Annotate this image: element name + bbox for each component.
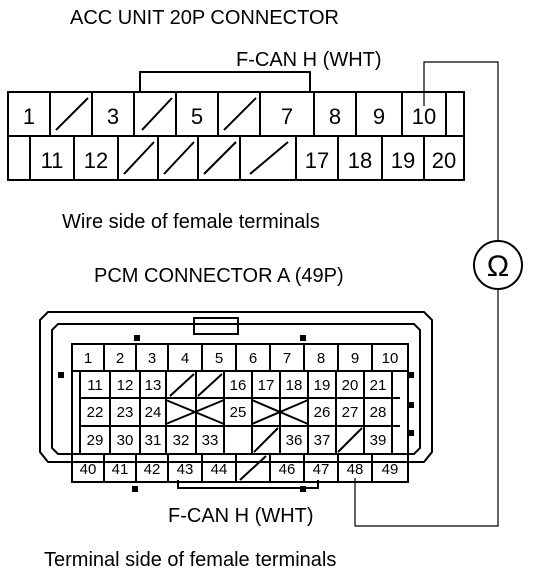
pcm-terminal: 19 <box>314 377 331 394</box>
blank-cavity <box>239 455 267 481</box>
test-leads <box>354 61 499 527</box>
pcm-terminal: 39 <box>370 432 387 449</box>
pcm-terminal: 25 <box>230 404 247 421</box>
pcm-terminal: 28 <box>370 404 387 421</box>
pcm-terminal: 4 <box>181 350 189 367</box>
blank-cavity <box>123 141 155 175</box>
acc-side-caption: Wire side of female terminals <box>62 211 320 233</box>
acc-terminal-10: 10 <box>412 104 436 129</box>
pcm-terminal: 41 <box>112 461 129 478</box>
pcm-terminal: 16 <box>230 377 247 394</box>
pcm-connector-title: PCM CONNECTOR A (49P) <box>94 265 344 287</box>
pcm-terminal: 31 <box>145 432 162 449</box>
pcm-terminal: 33 <box>202 432 219 449</box>
pcm-terminal: 40 <box>80 461 97 478</box>
acc-wire-label: F-CAN H (WHT) <box>236 49 382 71</box>
acc-terminal: 5 <box>191 104 203 129</box>
pcm-terminal: 2 <box>116 350 124 367</box>
pcm-terminal: 5 <box>215 350 223 367</box>
pcm-terminal: 27 <box>342 404 359 421</box>
acc-terminal: 20 <box>432 148 456 173</box>
acc-terminal: 11 <box>41 148 64 173</box>
pcm-terminal: 13 <box>145 377 162 394</box>
pcm-terminal: 3 <box>148 350 156 367</box>
acc-terminal: 9 <box>373 104 385 129</box>
pcm-terminal: 1 <box>84 350 92 367</box>
pcm-terminal: 20 <box>342 377 359 394</box>
pcm-wire-label: F-CAN H (WHT) <box>168 505 314 527</box>
acc-terminal: 3 <box>107 104 119 129</box>
pcm-housing-outer <box>39 311 433 463</box>
acc-terminal: 12 <box>84 148 108 173</box>
pcm-terminal: 26 <box>314 404 331 421</box>
acc-latch-tab <box>139 71 311 92</box>
blank-cavity <box>163 141 195 175</box>
acc-terminal: 1 <box>23 104 35 129</box>
pcm-side-caption: Terminal side of female terminals <box>44 549 336 571</box>
pcm-terminal: 17 <box>258 377 275 394</box>
pcm-terminal: 37 <box>314 432 331 449</box>
pcm-terminal-numbers: 1 2 3 4 5 6 7 8 9 10 11 12 13 16 17 18 1… <box>80 350 399 478</box>
acc-terminal: 19 <box>391 148 415 173</box>
blank-cavity <box>165 399 225 425</box>
acc-terminal: 8 <box>329 104 341 129</box>
pcm-housing-inner <box>51 323 421 455</box>
acc-terminal: 7 <box>281 104 293 129</box>
pcm-terminal: 46 <box>279 461 296 478</box>
pcm-terminal: 43 <box>177 461 194 478</box>
pcm-terminal: 12 <box>117 377 134 394</box>
pcm-terminal: 18 <box>286 377 303 394</box>
pcm-bottom-rail <box>177 480 319 489</box>
pcm-terminal: 10 <box>382 350 399 367</box>
pcm-terminal: 36 <box>286 432 303 449</box>
pcm-terminal: 30 <box>117 432 134 449</box>
blank-cavity <box>337 427 363 453</box>
pcm-terminal: 42 <box>144 461 161 478</box>
acc-terminal: 18 <box>348 148 372 173</box>
blank-cavity <box>203 141 237 175</box>
pcm-terminal: 32 <box>173 432 190 449</box>
blank-cavity <box>169 373 195 397</box>
pcm-test-lead <box>354 290 499 527</box>
pcm-connector <box>39 311 433 489</box>
pcm-terminal: 8 <box>317 350 325 367</box>
pcm-terminal: 6 <box>249 350 257 367</box>
pcm-terminal: 24 <box>145 404 162 421</box>
blank-cavity <box>223 97 257 131</box>
blank-cavity <box>251 399 309 425</box>
blank-cavity <box>141 97 173 131</box>
pcm-terminal: 44 <box>211 461 228 478</box>
pcm-terminal-grid <box>71 343 409 483</box>
ohmmeter-icon: Ω <box>473 240 523 290</box>
acc-terminal-numbers: 1 3 5 7 8 9 10 11 12 17 18 19 20 <box>23 104 456 173</box>
pcm-terminal: 47 <box>313 461 330 478</box>
pcm-latch <box>193 317 239 335</box>
blank-cavity <box>253 427 279 453</box>
pcm-terminal: 49 <box>382 461 399 478</box>
pcm-terminal: 9 <box>351 350 359 367</box>
ohm-symbol: Ω <box>487 250 509 283</box>
pcm-terminal: 7 <box>283 350 291 367</box>
pcm-terminal: 29 <box>87 432 104 449</box>
pcm-terminal: 11 <box>87 377 103 394</box>
pcm-locators <box>58 335 414 492</box>
blank-cavity <box>55 97 89 131</box>
acc-terminal: 17 <box>305 148 329 173</box>
pcm-terminal: 22 <box>87 404 104 421</box>
pcm-terminal-48: 48 <box>347 461 364 478</box>
blank-cavity <box>249 141 289 175</box>
acc-connector <box>7 71 465 181</box>
pcm-terminal: 21 <box>370 377 387 394</box>
acc-connector-title: ACC UNIT 20P CONNECTOR <box>70 7 339 29</box>
acc-test-lead <box>423 61 499 240</box>
blank-cavity <box>197 373 223 397</box>
pcm-terminal: 23 <box>117 404 134 421</box>
